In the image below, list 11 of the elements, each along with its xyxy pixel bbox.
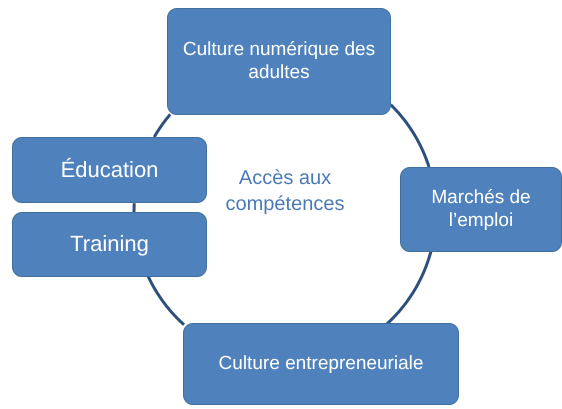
box-label: Culture numérique des adultes (182, 38, 376, 84)
topic-box (12, 212, 207, 277)
box-label: Culture entrepreneuriale (218, 352, 424, 376)
topic-box (400, 167, 562, 252)
box-label: Marchés de l’emploi (430, 186, 532, 232)
center-label: Accès aux compétences (224, 166, 346, 217)
topic-box (12, 137, 207, 203)
topic-box (167, 8, 391, 115)
box-label: Éducation (60, 156, 158, 184)
topic-box (183, 323, 459, 405)
box-label: Training (70, 231, 149, 258)
